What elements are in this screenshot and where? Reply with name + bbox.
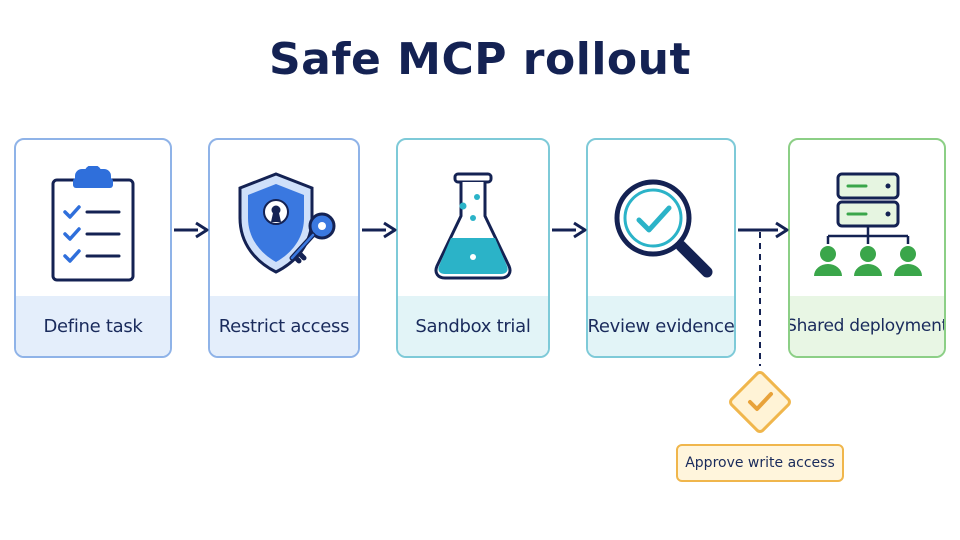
flask-icon — [398, 154, 548, 298]
step-card-define-task: Define task — [14, 138, 172, 358]
step-label: Review evidence — [587, 315, 735, 337]
arrow-3-to-4 — [552, 221, 587, 239]
approval-label: Approve write access — [685, 455, 835, 471]
diamond-check-icon — [729, 371, 791, 433]
step-card-sandbox-trial: Sandbox trial — [396, 138, 550, 358]
page-title: Safe MCP rollout — [268, 34, 691, 85]
shield-key-icon — [210, 154, 358, 298]
arrow-2-to-3 — [362, 221, 397, 239]
approval-gate: Approve write access — [676, 444, 844, 482]
arrow-4-to-5 — [738, 221, 789, 239]
step-label: Define task — [43, 315, 143, 337]
step-label: Sandbox trial — [415, 315, 531, 337]
step-label: Shared deployment — [788, 316, 946, 336]
server-users-icon — [790, 154, 944, 298]
step-card-shared-deployment: Shared deployment — [788, 138, 946, 358]
magnifier-check-icon — [588, 154, 734, 298]
step-label: Restrict access — [218, 315, 350, 337]
step-card-restrict-access: Restrict access — [208, 138, 360, 358]
step-card-review-evidence: Review evidence — [586, 138, 736, 358]
clipboard-checklist-icon — [16, 154, 170, 298]
arrow-1-to-2 — [174, 221, 209, 239]
